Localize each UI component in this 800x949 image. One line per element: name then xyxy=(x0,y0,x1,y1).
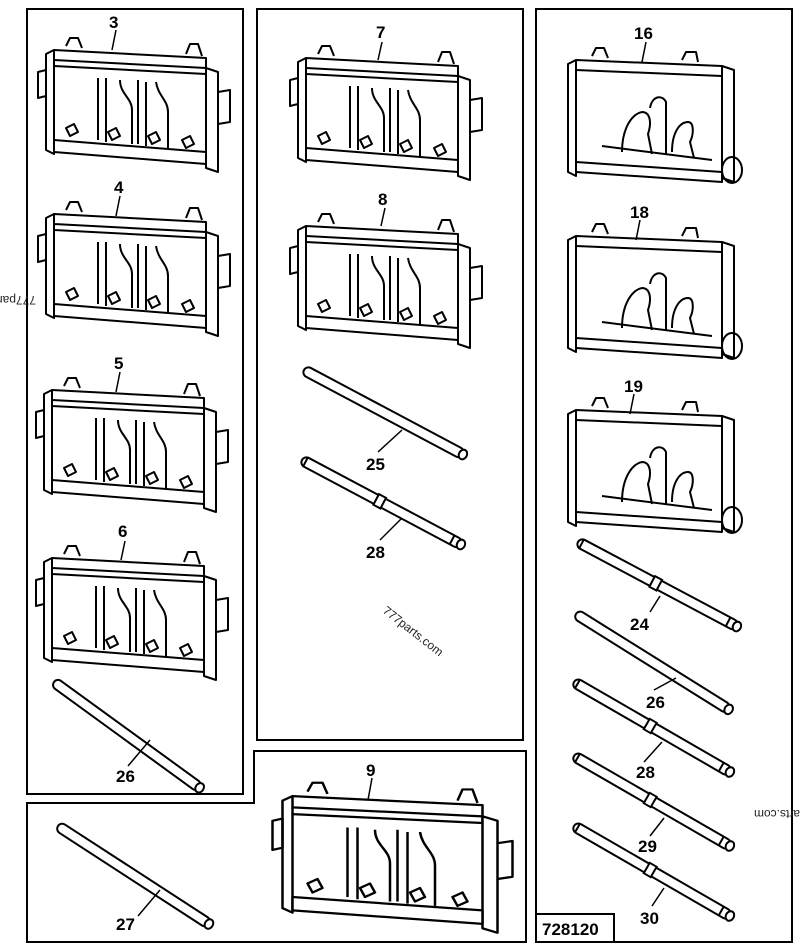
part-18: 18 xyxy=(567,203,743,360)
callout-16: 16 xyxy=(634,24,653,43)
callout-6: 6 xyxy=(118,522,127,541)
callout-30: 30 xyxy=(640,909,659,928)
part-5: 5 xyxy=(35,354,229,513)
callout-8: 8 xyxy=(378,190,387,209)
part-8: 8 xyxy=(289,190,483,349)
part-29: 29 xyxy=(570,749,738,856)
callout-5: 5 xyxy=(114,354,123,373)
part-19: 19 xyxy=(567,377,743,534)
right-column-panel xyxy=(535,8,793,943)
callout-28-right: 28 xyxy=(636,763,655,782)
watermark-left-edge: 777parts.com xyxy=(0,293,36,307)
callout-19: 19 xyxy=(624,377,643,396)
callout-18: 18 xyxy=(630,203,649,222)
callout-28-middle: 28 xyxy=(366,543,385,562)
drawing-number-box: 728120 xyxy=(535,913,615,943)
part-26-left: 26 xyxy=(50,676,207,796)
part-4: 4 xyxy=(37,178,231,337)
part-24: 24 xyxy=(574,535,745,635)
callout-26-left: 26 xyxy=(116,767,135,786)
left-column-panel xyxy=(26,8,244,795)
part-26-right: 26 xyxy=(572,608,736,717)
part-6: 6 xyxy=(35,522,229,681)
callout-9: 9 xyxy=(366,761,375,780)
part-7: 7 xyxy=(289,23,483,181)
callout-29: 29 xyxy=(638,837,657,856)
part-9: 9 xyxy=(271,761,514,935)
callout-3: 3 xyxy=(109,13,118,32)
callout-7: 7 xyxy=(376,23,385,42)
watermark-right-edge: arts.com xyxy=(754,807,800,821)
panel-borders xyxy=(26,8,793,943)
drawing-number: 728120 xyxy=(542,920,599,939)
part-25: 25 xyxy=(300,364,470,474)
callout-24: 24 xyxy=(630,615,649,634)
part-28-right: 28 xyxy=(570,675,738,782)
callout-27: 27 xyxy=(116,915,135,934)
bottom-panel xyxy=(26,750,527,943)
part-27: 27 xyxy=(54,820,217,934)
middle-column-panel xyxy=(256,8,524,741)
watermark-center: 777parts.com xyxy=(380,603,446,659)
part-3: 3 xyxy=(37,13,231,173)
callout-26-right: 26 xyxy=(646,693,665,712)
part-30: 30 xyxy=(570,819,738,928)
callout-25: 25 xyxy=(366,455,385,474)
callout-4: 4 xyxy=(114,178,124,197)
part-16: 16 xyxy=(567,24,743,184)
part-28-middle: 28 xyxy=(298,453,469,562)
